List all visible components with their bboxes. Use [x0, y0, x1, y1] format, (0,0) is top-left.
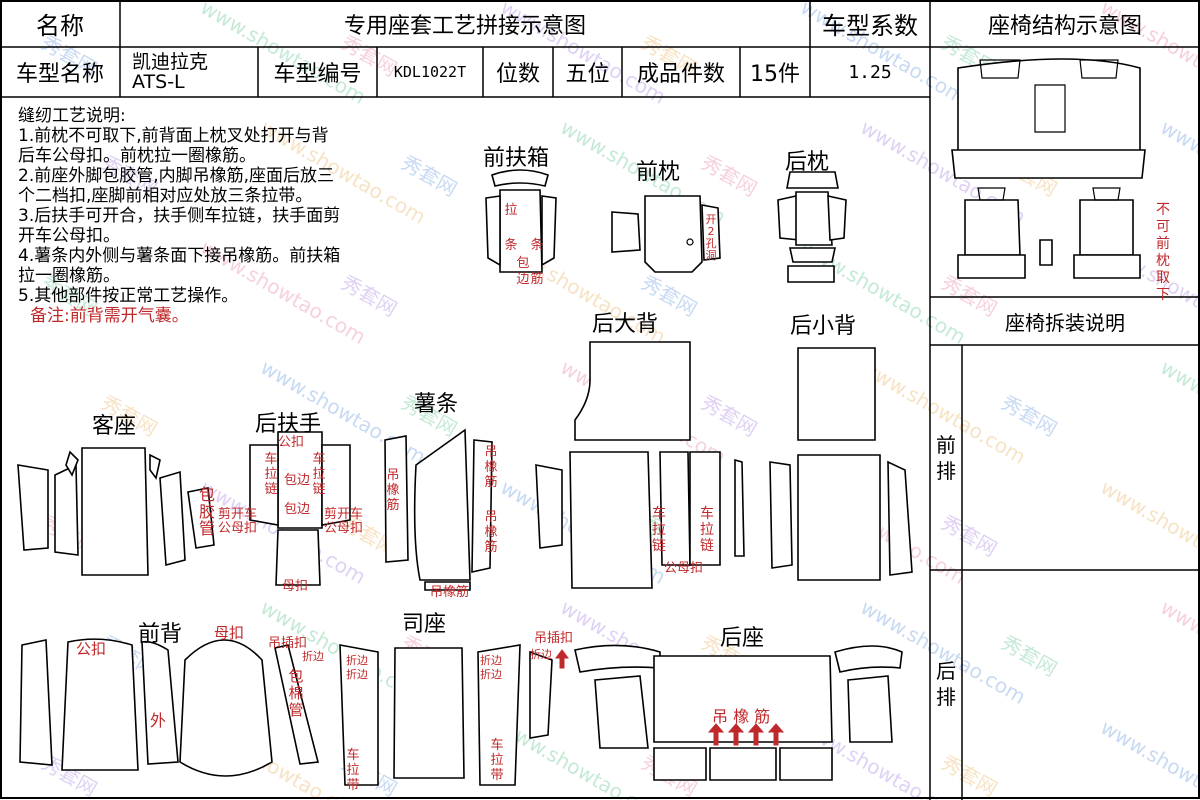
piece-label-passenger-seat: 客座: [92, 414, 137, 439]
piece-label-rear-seat: 后座: [720, 626, 765, 651]
pieces-label: 成品件数: [636, 62, 725, 87]
annotation-text: 吊橡筋: [484, 445, 498, 490]
piece-label-driver-seat: 司座: [402, 612, 447, 637]
disassembly-title: 座椅拆装说明: [1005, 310, 1125, 335]
annotation-text: 折边: [346, 654, 368, 667]
notes-remark: 备注:前背需开气囊。: [30, 306, 189, 326]
annotation-text: 公扣: [278, 435, 305, 450]
annotation-text: 折边: [346, 668, 368, 681]
annotation-text: 包: [516, 256, 530, 271]
seat-structure-sketch: [951, 58, 1146, 279]
rear-big-back-pattern: [535, 341, 745, 589]
annotation-text: 吊橡筋: [484, 510, 498, 555]
annotation-text: 车拉带: [346, 748, 360, 793]
note-line: 开车公母扣。: [18, 226, 120, 246]
coef-value: 1.25: [848, 61, 892, 83]
annotation-text: 公母扣: [664, 561, 704, 576]
note-line: 后车公母扣。前枕拉一圈橡筋。: [18, 146, 256, 166]
rear-seat-pattern: [555, 644, 903, 781]
note-line: 2.前座外脚包胶管,内脚吊橡筋,座面后放三: [18, 166, 335, 186]
annotation-text: 吊插扣: [534, 631, 574, 646]
annotation-text: 折边: [302, 650, 324, 663]
model-name-value: 凯迪拉克 ATS-L: [132, 51, 209, 93]
struct-title: 座椅结构示意图: [987, 13, 1142, 39]
annotation-text: 包边: [284, 473, 311, 488]
annotation-text: 条: [504, 238, 518, 253]
notes-title: 缝纫工艺说明:: [18, 106, 126, 126]
seats-label: 位数: [495, 62, 540, 87]
front-back-pattern: [19, 638, 320, 777]
piece-label-front-armbox: 前扶箱: [483, 146, 550, 171]
annotation-text: 折边: [530, 648, 552, 661]
sewing-notes: 缝纫工艺说明: 1.前枕不可取下,前背面上枕叉处打开与背 后车公母扣。前枕拉一圈…: [18, 106, 463, 326]
driver-seat-pattern: [339, 644, 553, 786]
annotation-text: 车拉链: [312, 452, 326, 497]
annotation-text: 外: [150, 711, 167, 730]
passenger-seat-pattern: [17, 447, 215, 576]
note-line: 个二档扣,座脚前相对应处放三条拉带。: [18, 186, 313, 206]
annotation-text: 母扣: [214, 624, 245, 642]
annotation-text: 车拉链: [700, 506, 714, 554]
annotation-text: 剪开车 公母扣: [218, 507, 258, 536]
annotation-text: 条: [530, 238, 544, 253]
rear-headrest-pattern: [777, 171, 847, 283]
name-label: 名称: [36, 12, 84, 40]
annotation-text: 公扣: [76, 640, 107, 658]
annotation-text: 包边: [284, 502, 311, 517]
rear-small-back-pattern: [769, 347, 913, 581]
annotation-text: 拉: [504, 203, 518, 218]
annotation-text: 包胶管: [198, 485, 215, 538]
piece-label-rear-armrest: 后扶手: [255, 412, 322, 437]
annotation-text: 吊橡筋: [386, 468, 400, 513]
note-line: 1.前枕不可取下,前背面上枕叉处打开与背: [18, 126, 329, 146]
seats-value: 五位: [565, 62, 610, 87]
rear-armrest-pattern: [249, 431, 351, 586]
piece-label-front-headrest: 前枕: [636, 160, 681, 185]
annotation-text: 吊 橡 筋: [712, 707, 771, 726]
model-code-label: 车型编号: [273, 62, 362, 87]
annotation-text: 吊橡筋: [430, 585, 470, 600]
annotation-text: 车拉带: [490, 738, 504, 783]
sheet-title: 专用座套工艺拼接示意图: [343, 13, 586, 39]
annotation-text: 折边: [480, 668, 502, 681]
piece-label-front-back: 前背: [138, 622, 183, 647]
annotation-text: 边: [516, 272, 530, 287]
piece-label-fries: 薯条: [414, 392, 459, 417]
fries-pattern: [384, 428, 493, 591]
piece-label-rear-big-back: 后大背: [592, 312, 659, 337]
front-row-label: 前排: [936, 433, 956, 483]
note-line: 拉一圈橡筋。: [18, 266, 120, 286]
front-headrest-pattern: [611, 195, 721, 273]
seat-note: 不可前枕取下: [1156, 202, 1170, 303]
rear-row-label: 后排: [936, 659, 956, 709]
coef-label: 车型系数: [822, 12, 918, 40]
annotation-text: 包棉管: [288, 667, 304, 719]
annotation-text: 车拉链: [264, 452, 278, 497]
pieces-value: 15件: [750, 62, 800, 87]
annotation-text: 折边: [480, 654, 502, 667]
annotation-text: 开2孔洞: [705, 213, 717, 262]
note-line: 3.后扶手可开合，扶手侧车拉链，扶手面剪: [18, 206, 341, 226]
model-name-label: 车型名称: [15, 62, 104, 87]
model-code-value: KDL1022T: [393, 63, 467, 81]
piece-label-rear-small-back: 后小背: [790, 314, 857, 339]
front-armbox-pattern: [485, 169, 557, 273]
annotation-text: 剪开车 公母扣: [324, 507, 364, 536]
annotation-text: 吊插扣: [268, 636, 308, 651]
annotation-text: 车拉链: [652, 506, 666, 554]
annotation-text: 母扣: [282, 579, 309, 594]
annotation-text: 筋: [530, 272, 544, 287]
note-line: 4.薯条内外侧与薯条面下接吊橡筋。前扶箱: [18, 246, 341, 266]
note-line: 5.其他部件按正常工艺操作。: [18, 286, 239, 306]
piece-label-rear-headrest: 后枕: [785, 150, 830, 175]
